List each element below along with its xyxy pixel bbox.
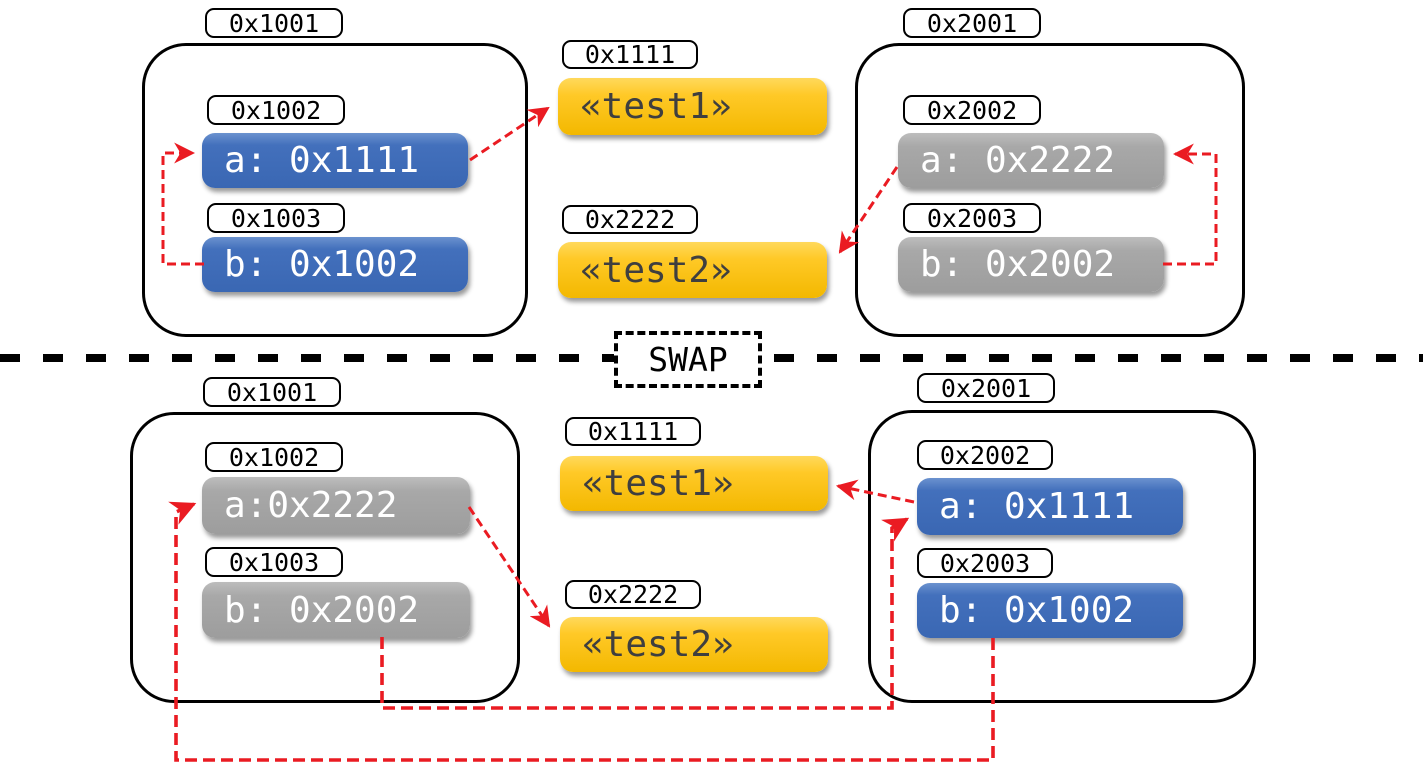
address-label: 0x1003 [230,203,322,233]
address-label: 0x2003 [926,203,1018,233]
var-value: a:0x2222 [224,485,398,526]
address-label: 0x1003 [228,547,320,577]
address-label: 0x2001 [940,373,1032,403]
address-tab-after-left-b: 0x1003 [205,547,343,577]
address-label: 0x2222 [584,205,676,234]
swap-label-box: SWAP [614,331,762,388]
address-tab-before-left-a: 0x1002 [207,95,345,125]
address-label: 0x2222 [587,580,679,609]
string-box-before-test2: «test2» [558,242,827,298]
var-value: a: 0x1111 [939,486,1135,527]
var-box-before-right-a: a: 0x2222 [898,133,1164,188]
address-tab-frame-after-right: 0x2001 [917,373,1055,403]
string-value: «test2» [582,624,734,665]
var-value: b: 0x2002 [920,244,1116,285]
address-tab-frame-before-right: 0x2001 [903,8,1041,38]
var-box-after-right-b: b: 0x1002 [917,583,1183,638]
address-tab-before-test1: 0x1111 [562,40,698,69]
var-value: a: 0x2222 [920,140,1116,181]
string-box-before-test1: «test1» [558,78,827,135]
string-box-after-test2: «test2» [560,617,828,672]
address-tab-before-right-b: 0x2003 [903,203,1041,233]
var-box-before-left-a: a: 0x1111 [202,133,468,188]
address-label: 0x2002 [939,440,1031,470]
address-tab-frame-before-left: 0x1001 [205,8,343,38]
address-label: 0x2003 [939,548,1031,578]
address-tab-after-right-a: 0x2002 [917,440,1053,470]
string-value: «test2» [580,249,732,291]
frame-before-right [855,43,1245,337]
address-tab-before-test2: 0x2222 [562,205,698,234]
swap-label: SWAP [648,340,728,379]
var-value: a: 0x1111 [224,140,420,181]
address-tab-after-right-b: 0x2003 [917,548,1053,578]
var-box-before-left-b: b: 0x1002 [202,237,468,292]
var-box-after-left-b: b: 0x2002 [202,582,470,638]
address-label: 0x1001 [226,377,318,407]
var-value: b: 0x1002 [939,590,1135,631]
address-label: 0x1111 [584,40,676,69]
var-value: b: 0x1002 [224,244,420,285]
address-label: 0x1002 [228,442,320,472]
address-label: 0x1111 [587,417,679,446]
address-tab-before-right-a: 0x2002 [903,95,1041,125]
var-box-after-right-a: a: 0x1111 [917,478,1183,535]
var-box-after-left-a: a:0x2222 [202,477,470,534]
address-tab-before-left-b: 0x1003 [207,203,345,233]
address-tab-after-test2: 0x2222 [565,580,701,609]
address-label: 0x2001 [926,8,1018,38]
string-value: «test1» [580,86,732,127]
address-tab-frame-after-left: 0x1001 [203,377,341,407]
address-label: 0x1001 [228,8,320,38]
string-box-after-test1: «test1» [560,456,828,511]
string-value: «test1» [582,463,734,504]
address-tab-after-test1: 0x1111 [565,417,701,446]
address-label: 0x2002 [926,95,1018,125]
address-tab-after-left-a: 0x1002 [205,442,343,472]
var-value: b: 0x2002 [224,589,420,631]
frame-before-left [142,43,528,337]
address-label: 0x1002 [230,95,322,125]
var-box-before-right-b: b: 0x2002 [898,237,1164,292]
